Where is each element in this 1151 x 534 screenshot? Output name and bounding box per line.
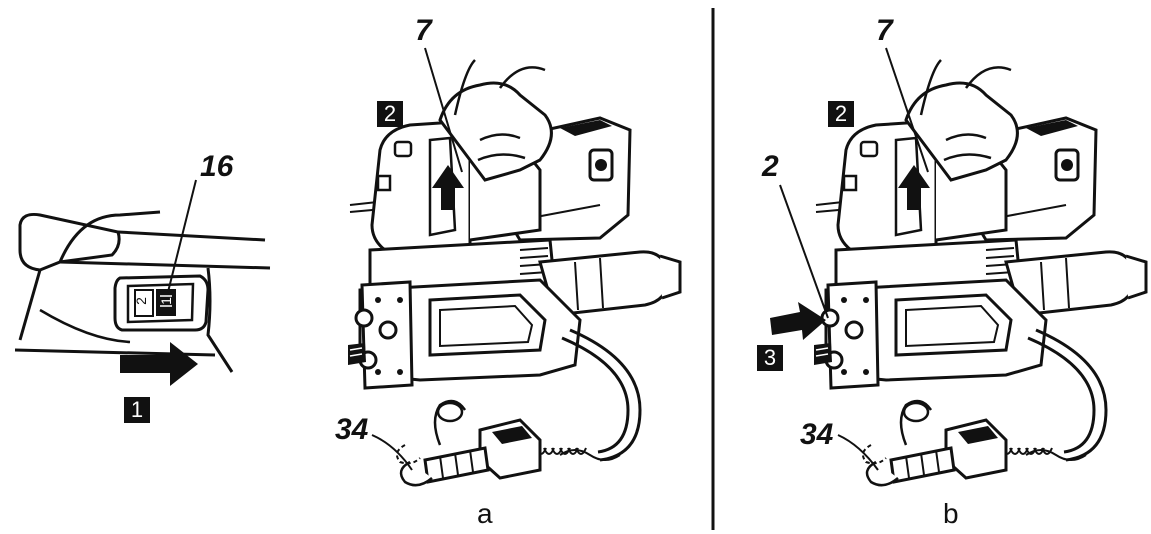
- callout-selector-switch: 16: [200, 150, 234, 183]
- switch-position-1: 1: [157, 297, 174, 305]
- callout-button-b: 2: [762, 150, 779, 183]
- arrow-up-icon: [432, 165, 464, 210]
- callout-trigger-b: 7: [876, 14, 893, 47]
- step-badge-2-b: 2: [828, 101, 854, 127]
- step-badge-2-a: 2: [377, 101, 403, 127]
- callout-hose-end-a: 34: [335, 413, 369, 446]
- arrow-up-icon: [898, 165, 930, 210]
- callout-hose-end-b: 34: [800, 418, 834, 451]
- panel-b-drawing: [770, 47, 1148, 487]
- panel-label-b: b: [943, 498, 959, 529]
- callout-trigger-a: 7: [415, 14, 432, 47]
- arrow-push-icon: [770, 302, 826, 340]
- arrow-right-icon: [120, 342, 198, 386]
- switch-detail: [14, 179, 271, 386]
- step-badge-1: 1: [124, 397, 150, 423]
- switch-position-2: 2: [132, 297, 149, 305]
- panel-label-a: a: [477, 498, 493, 529]
- step-badge-3: 3: [757, 345, 783, 371]
- panel-a-drawing: [346, 47, 682, 487]
